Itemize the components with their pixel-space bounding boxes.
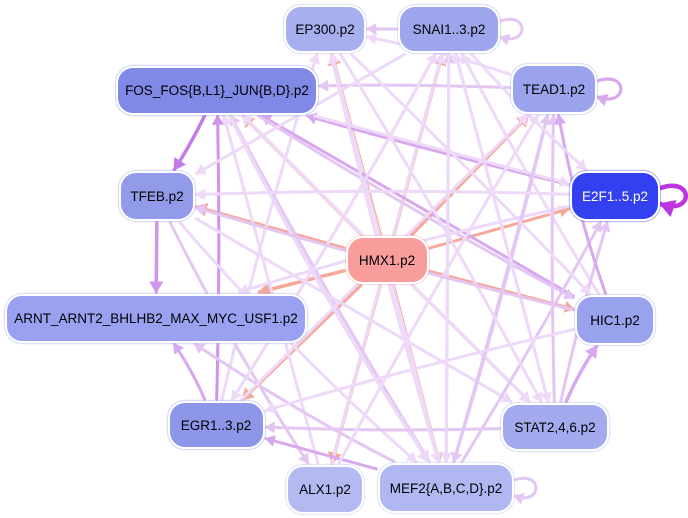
node-label: EGR1..3.p2 xyxy=(180,417,252,433)
node-label: EP300.p2 xyxy=(295,21,355,37)
edge-egr-fos xyxy=(211,114,224,401)
self-loop-mef2 xyxy=(513,476,538,505)
node-label: E2F1..5.p2 xyxy=(581,188,649,204)
node-label: TFEB.p2 xyxy=(130,188,184,204)
edge-tead-fos xyxy=(318,79,511,92)
node-tfeb[interactable]: TFEB.p2 xyxy=(121,173,193,219)
edge-tfeb-alx xyxy=(168,221,310,465)
node-tead[interactable]: TEAD1.p2 xyxy=(513,66,595,112)
edge-snai-stat xyxy=(454,53,552,403)
edge-snai-mef2 xyxy=(440,53,453,463)
edge-mef2-egr xyxy=(264,435,378,471)
node-stat[interactable]: STAT2,4,6.p2 xyxy=(503,405,607,449)
node-label: SNAI1..3.p2 xyxy=(412,21,486,37)
node-label: ALX1.p2 xyxy=(299,481,351,497)
edge-mef2-arnt xyxy=(193,342,396,463)
node-ep300[interactable]: EP300.p2 xyxy=(286,7,364,51)
node-label: HMX1.p2 xyxy=(358,252,416,268)
node-label: MEF2{A,B,C,D}.p2 xyxy=(389,480,503,496)
edge-snai-e2f xyxy=(470,53,588,171)
node-label: STAT2,4,6.p2 xyxy=(514,419,596,435)
edge-hmx-arnt xyxy=(257,269,346,297)
edge-fos-e2f xyxy=(313,114,570,188)
node-arnt[interactable]: ARNT_ARNT2_BHLHB2_MAX_MYC_USF1.p2 xyxy=(7,295,305,341)
node-hmx[interactable]: HMX1.p2 xyxy=(347,238,427,282)
edge-stat-hic xyxy=(564,344,599,404)
edge-snai-ep300 xyxy=(366,23,398,35)
self-loop-tead xyxy=(595,77,623,107)
edge-e2f-tfeb xyxy=(195,188,570,201)
node-label: HIC1.p2 xyxy=(590,312,640,328)
node-fos[interactable]: FOS_FOS{B,L1}_JUN{B,D}.p2 xyxy=(118,67,316,113)
edge-stat-egr xyxy=(264,421,501,434)
node-mef2[interactable]: MEF2{A,B,C,D}.p2 xyxy=(380,465,512,511)
edge-ep300-hic xyxy=(349,53,592,295)
node-e2f[interactable]: E2F1..5.p2 xyxy=(572,173,658,219)
node-label: TEAD1.p2 xyxy=(522,81,586,97)
edge-tfeb-stat xyxy=(195,217,513,403)
edge-egr-arnt xyxy=(172,342,207,401)
node-egr[interactable]: EGR1..3.p2 xyxy=(169,403,263,447)
node-snai[interactable]: SNAI1..3.p2 xyxy=(400,7,498,51)
node-label: ARNT_ARNT2_BHLHB2_MAX_MYC_USF1.p2 xyxy=(14,310,298,326)
edge-snai-egr xyxy=(230,53,437,401)
edge-ep300-stat xyxy=(339,53,543,403)
edge-tead-mef2 xyxy=(450,114,550,463)
node-label: FOS_FOS{B,L1}_JUN{B,D}.p2 xyxy=(125,82,309,98)
edge-tead-ep300 xyxy=(366,32,511,76)
node-alx[interactable]: ALX1.p2 xyxy=(288,466,362,512)
node-hic[interactable]: HIC1.p2 xyxy=(577,297,653,343)
edge-fos-hic xyxy=(257,114,575,300)
edge-hic-egr xyxy=(264,328,575,414)
self-loop-e2f xyxy=(658,183,688,218)
edge-snai-tfeb xyxy=(195,53,406,175)
edge-alx-fos xyxy=(220,114,320,465)
edge-fos-tfeb xyxy=(172,114,207,172)
self-loop-snai xyxy=(499,17,524,46)
edge-tfeb-arnt xyxy=(149,220,164,294)
